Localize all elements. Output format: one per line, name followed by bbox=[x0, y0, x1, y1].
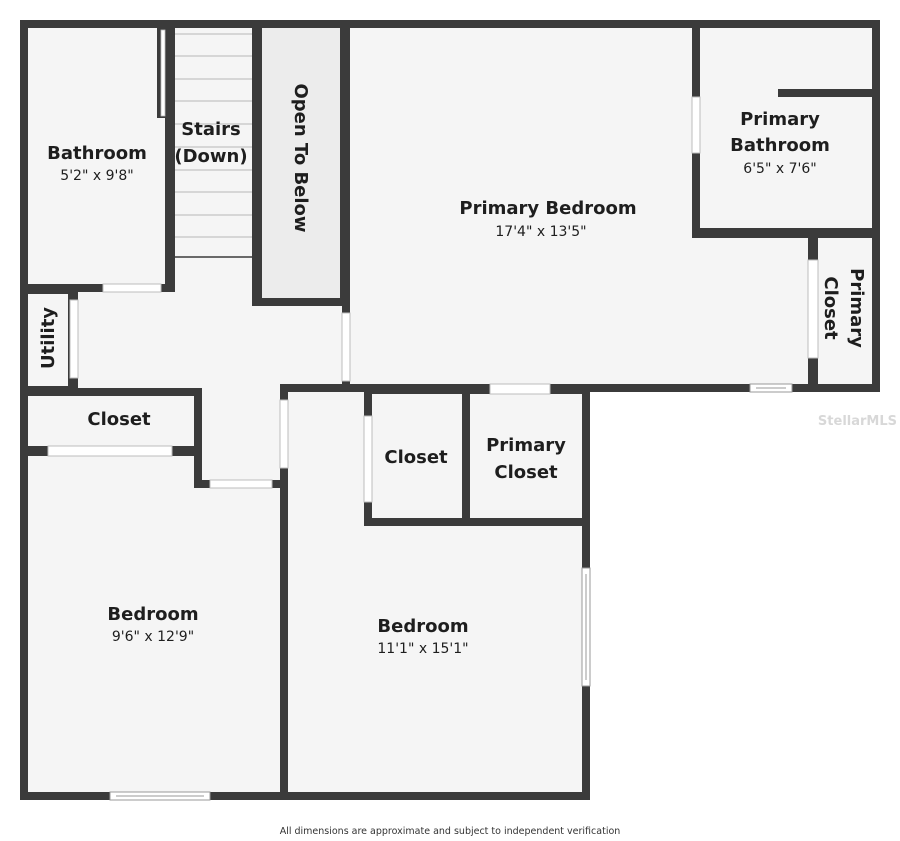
primary-closet-right-door[interactable] bbox=[807, 259, 819, 359]
stair-rail bbox=[160, 29, 166, 117]
primary-bedroom-dims: 17'4" x 13'5" bbox=[495, 224, 586, 240]
primary-bathroom-dims: 6'5" x 7'6" bbox=[743, 161, 816, 177]
bedroom-right-dims: 11'1" x 15'1" bbox=[377, 641, 468, 657]
bedroom-right-label: Bedroom bbox=[377, 616, 468, 637]
primary-bathroom-label-2: Bathroom bbox=[730, 135, 830, 156]
closet-left-label: Closet bbox=[87, 409, 151, 430]
stairs-label-down: (Down) bbox=[174, 146, 247, 167]
closet-left-door[interactable] bbox=[47, 445, 173, 457]
hallway-floor bbox=[78, 258, 342, 480]
primary-closet-center-door[interactable] bbox=[489, 383, 551, 395]
bedroom-right-floor bbox=[288, 392, 582, 792]
window-bedroom-left bbox=[109, 791, 211, 801]
bathroom-dims: 5'2" x 9'8" bbox=[60, 168, 133, 184]
bedroom-left-door[interactable] bbox=[209, 479, 273, 489]
open-to-below-label: Open To Below bbox=[290, 83, 311, 232]
closet-center-door[interactable] bbox=[363, 415, 373, 503]
open-to-below-area bbox=[262, 28, 340, 298]
primary-bathroom-label: Primary bbox=[740, 109, 820, 130]
primary-bathroom-wall-stub bbox=[778, 89, 872, 97]
primary-closet-right-label-2: Closet bbox=[820, 276, 841, 340]
primary-bathroom-door[interactable] bbox=[691, 96, 701, 154]
primary-closet-center-label: Primary bbox=[486, 435, 566, 456]
window-bedroom-right bbox=[581, 567, 591, 687]
stairs-floor bbox=[175, 28, 252, 258]
primary-closet-right-label: Primary bbox=[846, 268, 867, 348]
window-primary-bedroom bbox=[749, 383, 793, 393]
closet-left-floor bbox=[28, 396, 194, 446]
primary-closet-center-label-2: Closet bbox=[494, 462, 558, 483]
primary-bedroom-door[interactable] bbox=[341, 312, 351, 382]
closet-center-floor bbox=[372, 394, 462, 518]
utility-label: Utility bbox=[38, 307, 59, 369]
utility-door[interactable] bbox=[69, 299, 79, 379]
closet-center-label: Closet bbox=[384, 447, 448, 468]
bedroom-left-dims: 9'6" x 12'9" bbox=[112, 629, 194, 645]
utility-floor bbox=[28, 294, 68, 386]
bathroom-door[interactable] bbox=[102, 283, 162, 293]
bathroom-label: Bathroom bbox=[47, 143, 147, 164]
disclaimer: All dimensions are approximate and subje… bbox=[280, 826, 621, 837]
primary-closet-right-floor bbox=[818, 238, 872, 384]
primary-bedroom-label: Primary Bedroom bbox=[459, 198, 636, 219]
stairs-label: Stairs bbox=[181, 119, 240, 140]
bathroom-floor bbox=[28, 28, 165, 284]
bedroom-right-door[interactable] bbox=[279, 399, 289, 469]
primary-bathroom-floor bbox=[700, 28, 872, 228]
watermark: StellarMLS bbox=[818, 414, 897, 429]
bedroom-left-floor bbox=[28, 456, 280, 792]
bedroom-left-label: Bedroom bbox=[107, 604, 198, 625]
stair-steps bbox=[175, 33, 252, 258]
primary-bedroom-floor bbox=[350, 28, 808, 384]
primary-closet-center-floor bbox=[470, 394, 582, 518]
